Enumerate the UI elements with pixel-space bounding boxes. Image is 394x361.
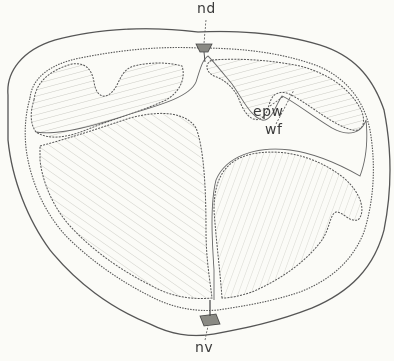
- label-nv: nv: [195, 340, 213, 356]
- ventral-nerve-cord: [200, 300, 220, 326]
- nv-leader-line: [205, 326, 208, 340]
- label-nd: nd: [197, 1, 216, 17]
- muscle-upper-right: [207, 59, 364, 130]
- label-epw: epw: [253, 104, 283, 120]
- muscle-lower-left: [40, 113, 212, 298]
- label-wf: wf: [265, 122, 282, 138]
- dorsal-nerve-cord: [196, 44, 212, 62]
- muscle-lower-right: [214, 152, 362, 298]
